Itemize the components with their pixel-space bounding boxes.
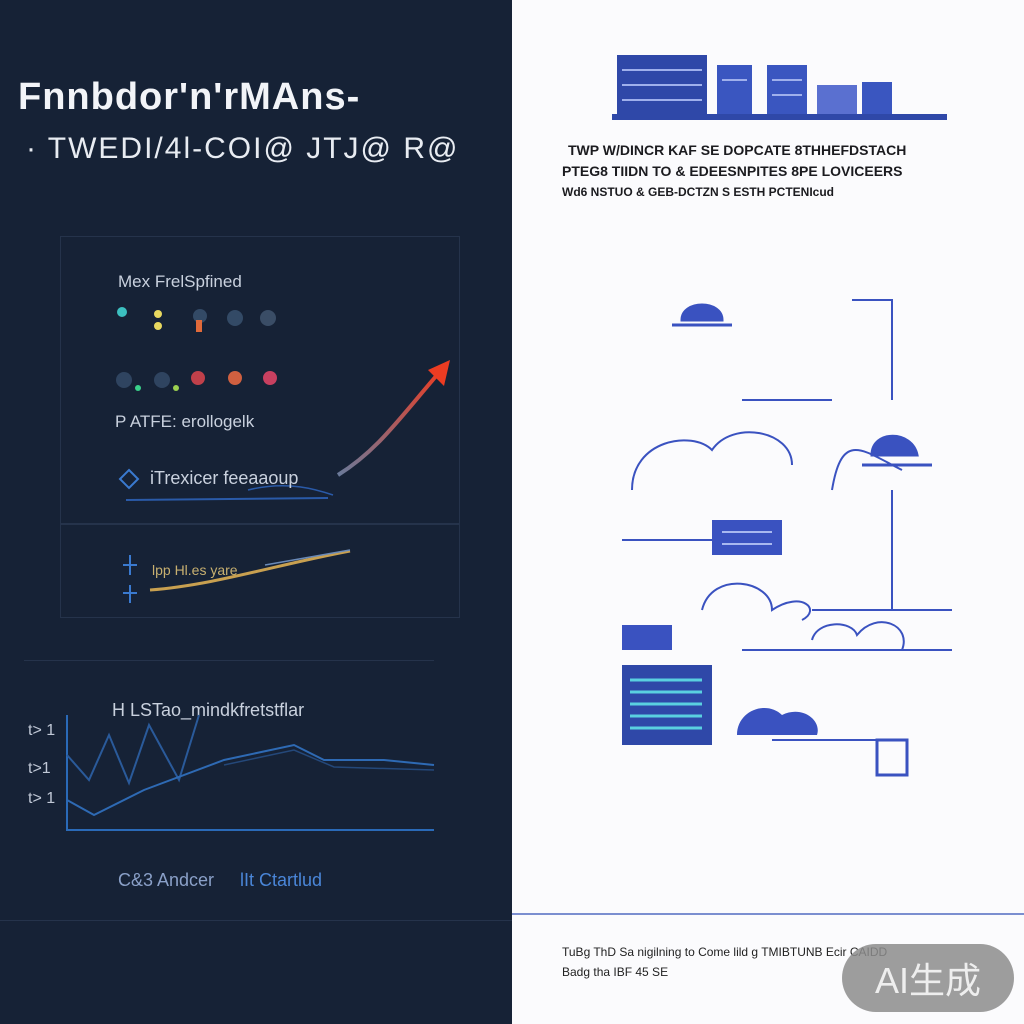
card2-label: lpp Hl.es yare <box>152 562 238 578</box>
series-1 <box>66 714 200 786</box>
y-tick: t> 1 <box>28 722 56 739</box>
ai-generated-badge: AI生成 <box>842 944 1014 1012</box>
card-label-3: iTrexicer feeaaoup <box>150 468 299 488</box>
footer-line: Badg tha IBF 45 SE <box>562 965 669 979</box>
y-tick: t> 1 <box>28 790 56 807</box>
card-heading: Mex FrelSpfined <box>118 272 242 291</box>
heading-line: TWP W/DINCR KAF SE DOPCATE 8THHEFDSTACH <box>568 142 907 158</box>
secondary-card <box>60 524 460 618</box>
diamond-icon <box>118 468 140 490</box>
card-label-2: P ATFE: erollogelk <box>115 412 255 431</box>
server-rack-icon <box>612 55 947 120</box>
cloud-network-diagram <box>622 299 952 777</box>
right-panel: TWP W/DINCR KAF SE DOPCATE 8THHEFDSTACH … <box>512 0 1024 1024</box>
dot-icons <box>116 307 277 391</box>
chart-title: H LSTao_mindkfretstflar <box>112 700 305 720</box>
divider <box>512 913 1024 915</box>
divider <box>24 660 434 661</box>
caption-b: lIt Ctartlud <box>240 870 323 890</box>
heading-line: PTEG8 TIIDN TO & EDEESNPITES 8PE LOVICEE… <box>562 163 903 179</box>
y-tick: t>1 <box>28 760 51 777</box>
line-chart <box>66 714 435 831</box>
heading-line: Wd6 NSTUO & GEB-DCTZN S ESTH PCTENIcud <box>562 185 835 199</box>
left-panel: Fnnbdor'n'rMAns- · TWEDI/4l-COI@ JTJ@ R@… <box>0 0 512 1024</box>
footer-line: TuBg ThD Sa nigilning to Come lild g TMI… <box>562 945 888 959</box>
sparkline <box>123 549 351 603</box>
main-title: Fnnbdor'n'rMAns- <box>18 76 361 118</box>
insight-card <box>60 236 460 524</box>
subtitle: · TWEDI/4l-COI@ JTJ@ R@ <box>26 132 460 165</box>
trend-arrow <box>125 360 450 501</box>
series-2 <box>66 743 435 817</box>
divider <box>0 920 512 921</box>
caption-a: C&3 Andcer <box>118 870 215 890</box>
